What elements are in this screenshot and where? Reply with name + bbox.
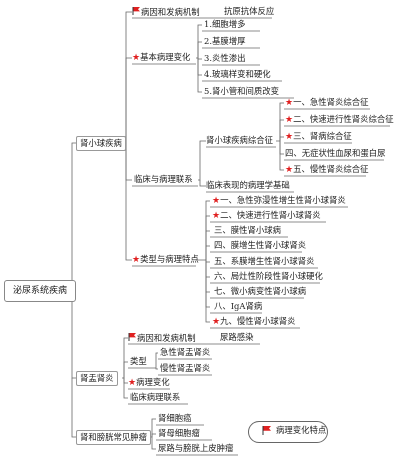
etiology-label: 病因和发病机制 <box>141 7 200 17</box>
type-item[interactable]: 三、膜性肾小球病 <box>214 225 281 235</box>
syndrome-item[interactable]: 四、无症状性血尿和蛋白尿 <box>285 148 386 158</box>
type-label: 九、慢性肾小球肾炎 <box>220 316 296 326</box>
type-item[interactable]: ★一、急性弥漫性增生性肾小球肾炎 <box>212 195 346 207</box>
node-glomerular-disease[interactable]: 肾小球疾病 <box>76 136 126 151</box>
star-icon: ★ <box>132 255 141 265</box>
pyelo-pathology-label: 病理变化 <box>136 377 170 387</box>
type-item[interactable]: 七、微小病变性肾小球病 <box>214 286 307 296</box>
root-node[interactable]: 泌尿系统疾病 <box>4 280 76 302</box>
pathology-item[interactable]: 3.炎性渗出 <box>204 53 246 63</box>
syndrome-label: 五、慢性肾炎综合征 <box>293 164 369 174</box>
star-icon: ★ <box>212 196 221 206</box>
node-pyelo-etiology[interactable]: 病因和发病机制 <box>128 332 196 344</box>
flag-icon <box>128 333 136 341</box>
syndrome-item[interactable]: ★一、急性肾炎综合征 <box>285 97 368 109</box>
flag-icon <box>262 426 271 435</box>
syndrome-label: 三、肾病综合征 <box>293 131 352 141</box>
tumor-item[interactable]: 肾细胞癌 <box>158 413 192 423</box>
star-icon: ★ <box>285 132 294 142</box>
node-etiology-note[interactable]: 抗原抗体反应 <box>224 6 275 16</box>
node-tumors[interactable]: 肾和膀胱常见肿瘤 <box>76 430 151 445</box>
type-item[interactable]: 五、系膜增生性肾小球肾炎 <box>214 256 315 266</box>
node-types[interactable]: ★类型与病理特点 <box>132 254 199 266</box>
star-icon: ★ <box>128 378 137 388</box>
syndrome-item[interactable]: ★三、肾病综合征 <box>285 131 352 143</box>
pyelo-type-item[interactable]: 急性肾盂肾炎 <box>160 347 211 357</box>
node-clinical-pathology[interactable]: 临床与病理联系 <box>134 174 193 184</box>
node-basic-pathology[interactable]: ★基本病理变化 <box>132 52 190 64</box>
pyelo-type-item[interactable]: 慢性肾盂肾炎 <box>160 363 211 373</box>
pathology-item[interactable]: 1.细胞增多 <box>204 19 246 29</box>
legend-label: 病理变化特点 <box>276 425 327 435</box>
type-item[interactable]: 六、局灶性阶段性肾小球硬化 <box>214 271 323 281</box>
node-syndromes[interactable]: 肾小球疾病综合征 <box>206 135 273 145</box>
pathology-item[interactable]: 5.肾小管和间质改变 <box>204 86 279 96</box>
type-label: 一、急性弥漫性增生性肾小球肾炎 <box>220 195 346 205</box>
star-icon: ★ <box>212 317 221 327</box>
type-label: 二、快速进行性肾小球肾炎 <box>220 210 321 220</box>
tumor-item[interactable]: 尿路与膀胱上皮肿瘤 <box>158 443 234 453</box>
pathology-item[interactable]: 2.基膜增厚 <box>204 36 246 46</box>
type-item[interactable]: ★二、快速进行性肾小球肾炎 <box>212 210 321 222</box>
syndrome-item[interactable]: ★五、慢性肾炎综合征 <box>285 164 368 176</box>
node-pyelo-pathology[interactable]: ★病理变化 <box>128 377 170 389</box>
syndrome-label: 一、急性肾炎综合征 <box>293 97 369 107</box>
star-icon: ★ <box>285 165 294 175</box>
node-pathological-basis[interactable]: 临床表现的病理学基础 <box>206 180 290 190</box>
syndrome-item[interactable]: ★二、快速进行性肾炎综合征 <box>285 114 394 126</box>
pathology-item[interactable]: 4.玻璃样变和硬化 <box>204 69 271 79</box>
basic-pathology-label: 基本病理变化 <box>140 52 191 62</box>
tumor-item[interactable]: 肾母细胞瘤 <box>158 428 200 438</box>
node-pyelo-etiology-note[interactable]: 尿路感染 <box>220 332 254 342</box>
type-item[interactable]: 四、膜增生性肾小球肾炎 <box>214 240 307 250</box>
star-icon: ★ <box>132 53 141 63</box>
types-label: 类型与病理特点 <box>140 254 199 264</box>
node-pyelo-types[interactable]: 类型 <box>130 356 147 366</box>
type-item[interactable]: 八、IgA肾病 <box>214 301 263 311</box>
pyelo-etiology-label: 病因和发病机制 <box>137 333 196 343</box>
star-icon: ★ <box>285 98 294 108</box>
node-pyelonephritis[interactable]: 肾盂肾炎 <box>76 371 118 386</box>
star-icon: ★ <box>285 115 294 125</box>
node-etiology[interactable]: 病因和发病机制 <box>132 6 200 18</box>
syndrome-label: 二、快速进行性肾炎综合征 <box>293 114 394 124</box>
star-icon: ★ <box>212 211 221 221</box>
flag-icon <box>132 7 140 15</box>
node-pyelo-clinical[interactable]: 临床病理联系 <box>130 392 181 402</box>
type-item[interactable]: ★九、慢性肾小球肾炎 <box>212 316 295 328</box>
